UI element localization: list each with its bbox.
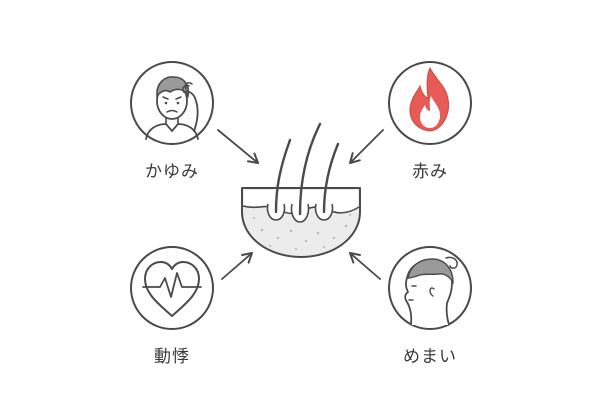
label-redness: 赤み (412, 162, 448, 182)
heart-pulse-icon (130, 246, 214, 330)
dizzy-head-icon (388, 246, 472, 330)
arrow-redness (348, 129, 384, 165)
scalp-follicle-diagram (241, 122, 361, 258)
itching-icon (130, 61, 214, 145)
label-dizziness: めまい (403, 347, 457, 367)
flame-icon (388, 61, 472, 145)
label-palpitations: 動悸 (154, 347, 190, 367)
arrow-palpitations (221, 251, 254, 280)
label-itching: かゆみ (145, 162, 199, 182)
arrow-dizziness (348, 251, 381, 280)
arrow-itching (217, 129, 260, 165)
